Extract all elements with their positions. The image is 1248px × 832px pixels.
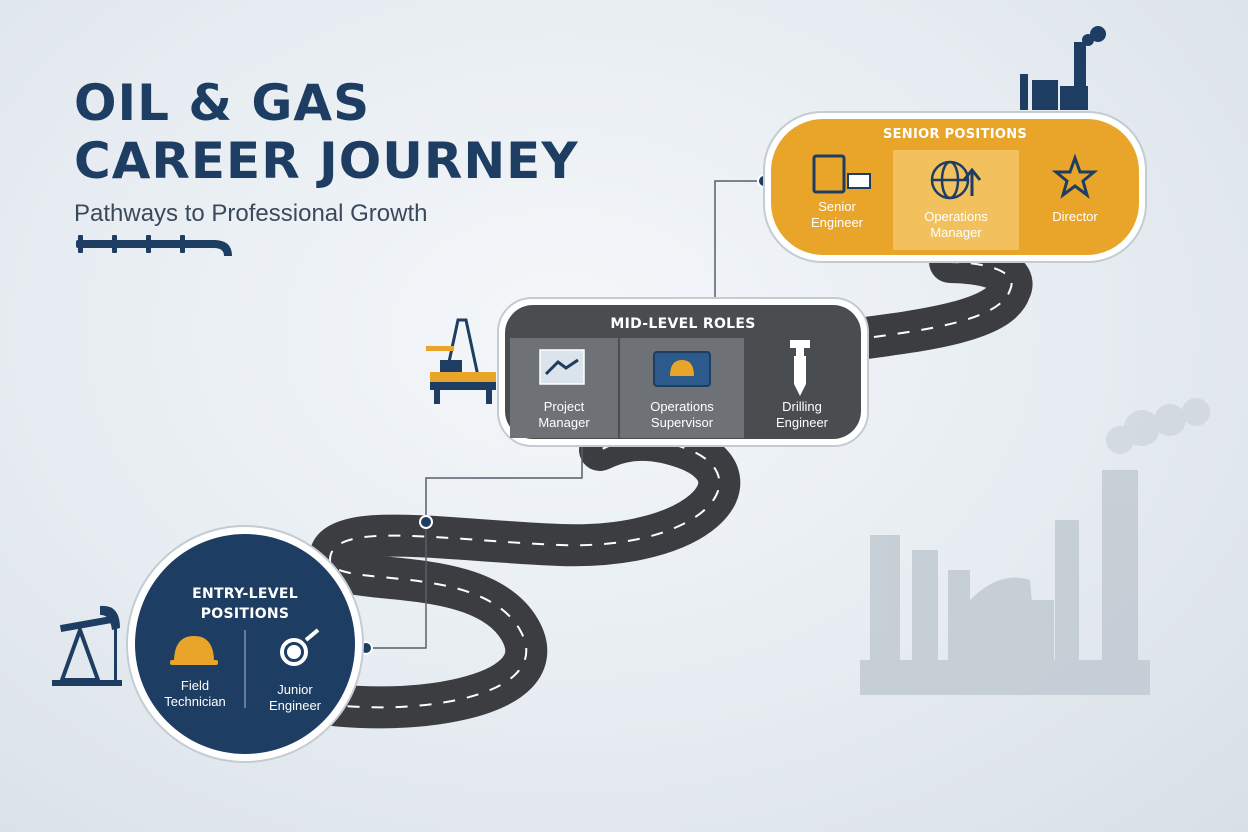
role-field-technician: Field Technician <box>150 678 240 710</box>
role-junior-engineer: Junior Engineer <box>250 682 340 714</box>
offshore-rig-icon <box>426 318 496 404</box>
role-drilling-engineer: Drilling Engineer <box>750 399 854 431</box>
pump-jack-icon <box>52 605 122 686</box>
role-field-technician-line-1: Field <box>180 678 210 693</box>
entry-stage-title-line-1: ENTRY-LEVEL <box>192 586 298 602</box>
role-senior-engineer: Senior Engineer <box>792 199 882 231</box>
main-title-line-1: OIL & GAS <box>74 74 371 132</box>
entry-stage-title-line-2: POSITIONS <box>200 606 290 622</box>
role-senior-engineer-line-2: Engineer <box>810 215 864 230</box>
career-road <box>279 241 1033 729</box>
entry-stage-title: ENTRY-LEVEL POSITIONS <box>165 584 325 624</box>
senior-stage-card <box>763 111 1147 263</box>
title-block: OIL & GAS CAREER JOURNEY Pathways to Pro… <box>74 74 579 228</box>
role-project-manager-line-1: Project <box>543 399 585 414</box>
mid-stage-title: MID-LEVEL ROLES <box>610 316 756 332</box>
subtitle: Pathways to Professional Growth <box>74 200 428 227</box>
control-panel-hard-hat-icon <box>653 351 711 387</box>
role-project-manager-line-2: Manager <box>538 415 590 430</box>
globe-growth-icon <box>930 160 982 200</box>
main-title-line-2: CAREER JOURNEY <box>74 132 579 190</box>
role-junior-engineer-line-1: Junior <box>277 682 313 697</box>
gear-wrench-icon <box>280 628 320 666</box>
refinery-silhouette <box>860 470 1150 695</box>
role-operations-manager: Operations Manager <box>895 209 1017 241</box>
role-drilling-engineer-line-2: Engineer <box>775 415 829 430</box>
role-director: Director <box>1030 209 1120 225</box>
role-junior-engineer-line-2: Engineer <box>268 698 322 713</box>
role-operations-manager-line-2: Manager <box>930 225 982 240</box>
senior-stage-title: SENIOR POSITIONS <box>882 127 1028 142</box>
factory-icon <box>1020 26 1106 110</box>
hard-hat-icon <box>170 636 218 665</box>
role-field-technician-line-2: Technician <box>164 694 226 709</box>
role-operations-manager-line-1: Operations <box>924 209 988 224</box>
entry-stage-card <box>126 525 364 763</box>
role-operations-supervisor-line-1: Operations <box>650 399 714 414</box>
handshake-blueprint-icon <box>539 349 585 385</box>
connector-lines <box>368 180 764 649</box>
role-project-manager: Project Manager <box>512 399 616 431</box>
role-director-line-1: Director <box>1052 209 1098 224</box>
role-drilling-engineer-line-1: Drilling <box>782 399 822 414</box>
role-operations-supervisor: Operations Supervisor <box>622 399 742 431</box>
mid-stage-card <box>497 297 869 447</box>
smoke-cloud <box>1106 398 1210 454</box>
pipeline-icon <box>76 235 232 256</box>
calculator-icon <box>812 154 871 194</box>
star-laurel-icon <box>1051 153 1099 199</box>
role-operations-supervisor-line-2: Supervisor <box>650 415 714 430</box>
drill-bit-icon <box>790 340 810 396</box>
role-senior-engineer-line-1: Senior <box>818 199 856 214</box>
